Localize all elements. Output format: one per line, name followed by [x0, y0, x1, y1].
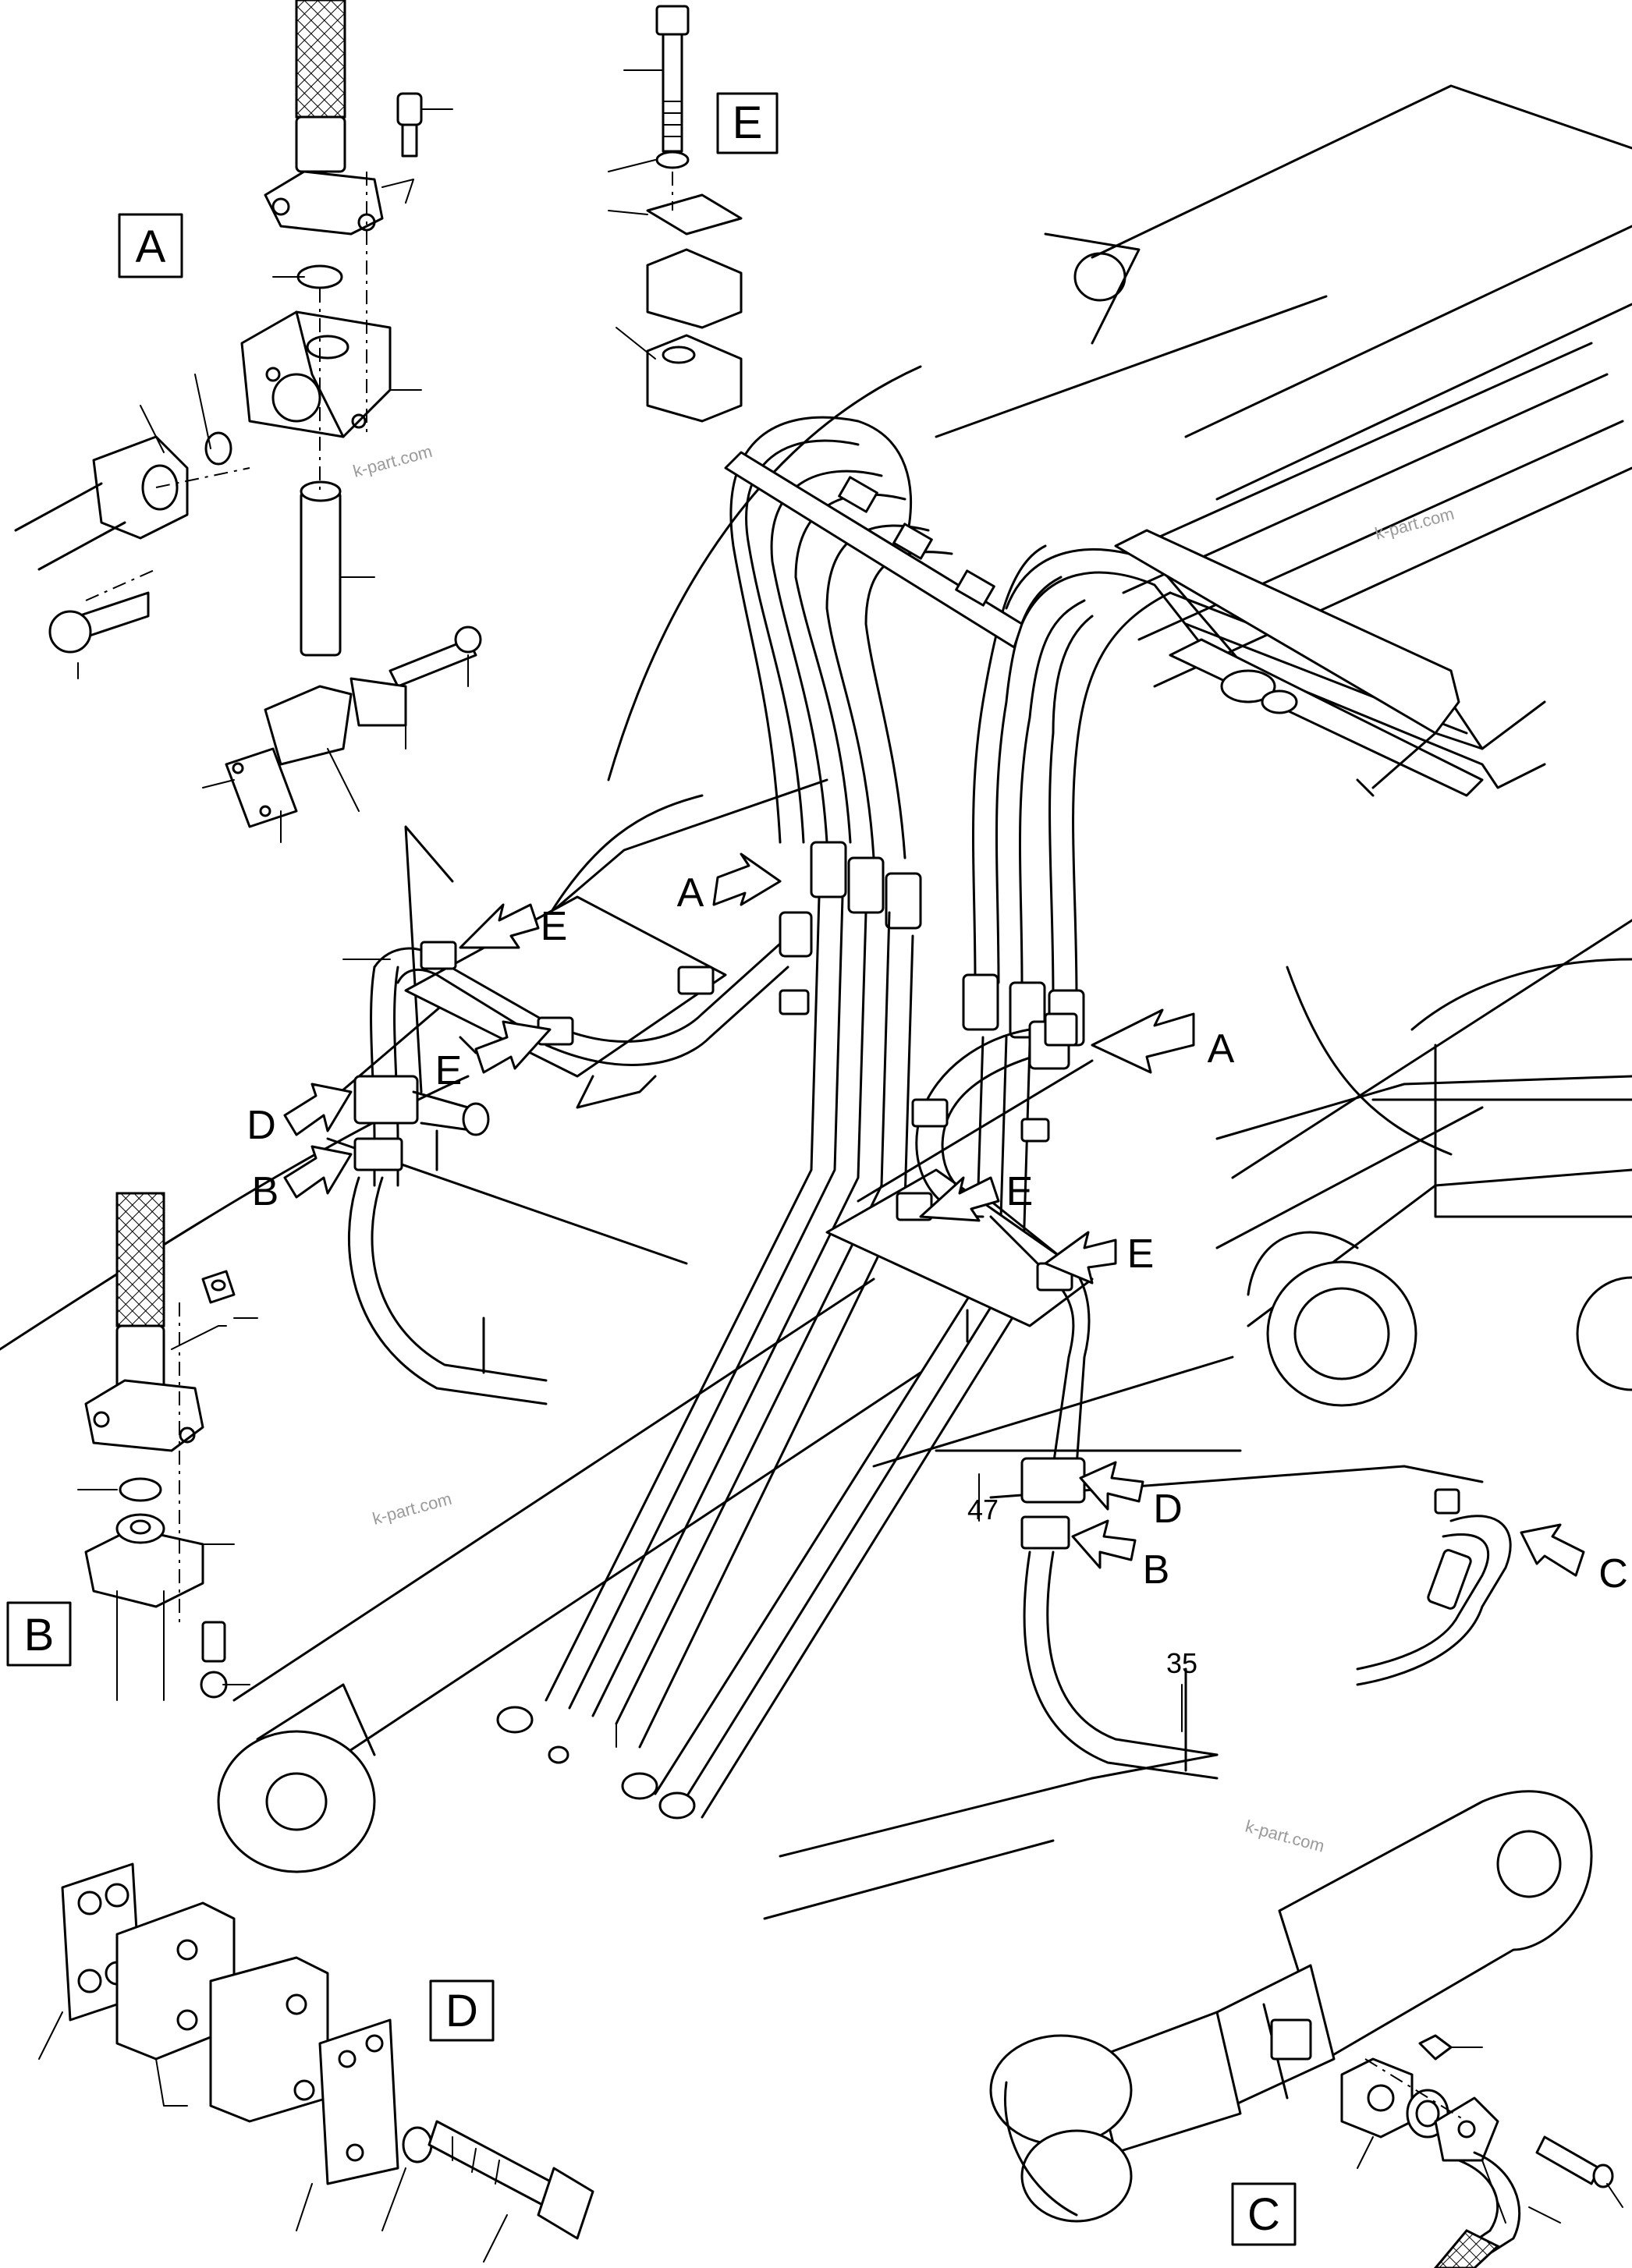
- hose-bundle: [496, 416, 1546, 1820]
- callout-arrow: [1091, 1008, 1195, 1074]
- watermarks: k-part.com k-part.com k-part.com k-part.…: [351, 441, 1456, 1856]
- callout-arrow: [712, 852, 782, 906]
- callout-arrow: [283, 1145, 353, 1199]
- callout-c1: C: [1598, 1551, 1628, 1596]
- detail-a-exploded: A: [14, 0, 482, 843]
- callout-a1: A: [677, 870, 704, 916]
- callout-arrow: [283, 1083, 353, 1136]
- watermark-2: k-part.com: [1373, 504, 1456, 544]
- callout-arrow: [459, 903, 540, 949]
- detail-label-d: D: [445, 1986, 478, 2036]
- detail-label-a: A: [136, 221, 166, 272]
- detail-label-c: C: [1247, 2189, 1280, 2240]
- left-bracket-assembly: [342, 895, 813, 1405]
- detail-d-exploded: D: [38, 1862, 594, 2263]
- callout-e4: E: [1127, 1231, 1155, 1277]
- callout-arrow: [474, 1020, 552, 1074]
- callout-b2: B: [1143, 1547, 1170, 1593]
- detail-b-exploded: B: [6, 1192, 258, 1701]
- callout-e3: E: [1006, 1169, 1034, 1214]
- watermark-3: k-part.com: [371, 1489, 454, 1529]
- watermark-1: k-part.com: [351, 441, 435, 481]
- detail-e-exploded: E: [608, 5, 779, 423]
- callout-a2: A: [1208, 1026, 1235, 1072]
- detail-label-b: B: [24, 1610, 55, 1660]
- part-number-35: 35: [1166, 1647, 1197, 1679]
- callout-e2: E: [435, 1048, 463, 1093]
- detail-label-e: E: [733, 97, 763, 148]
- callout-arrow: [919, 1176, 1000, 1222]
- callout-arrow: [1071, 1519, 1137, 1569]
- callout-arrow: [1520, 1523, 1585, 1577]
- watermark-4: k-part.com: [1244, 1816, 1327, 1856]
- detail-c-exploded: C: [989, 1790, 1623, 2268]
- right-bracket-assembly: [825, 1012, 1512, 1780]
- part-number-47: 47: [967, 1494, 999, 1526]
- callout-d1: D: [247, 1103, 276, 1148]
- callout-b1: B: [252, 1169, 279, 1214]
- callout-e1: E: [541, 904, 568, 949]
- boom-structure: [0, 84, 1632, 1920]
- callout-arrow: [1079, 1461, 1144, 1511]
- callout-d2: D: [1153, 1487, 1183, 1532]
- callouts: A A E E D B E E D B C: [247, 852, 1628, 1596]
- part-numbers: 47 35: [967, 1473, 1197, 1732]
- callout-arrow: [1044, 1231, 1117, 1285]
